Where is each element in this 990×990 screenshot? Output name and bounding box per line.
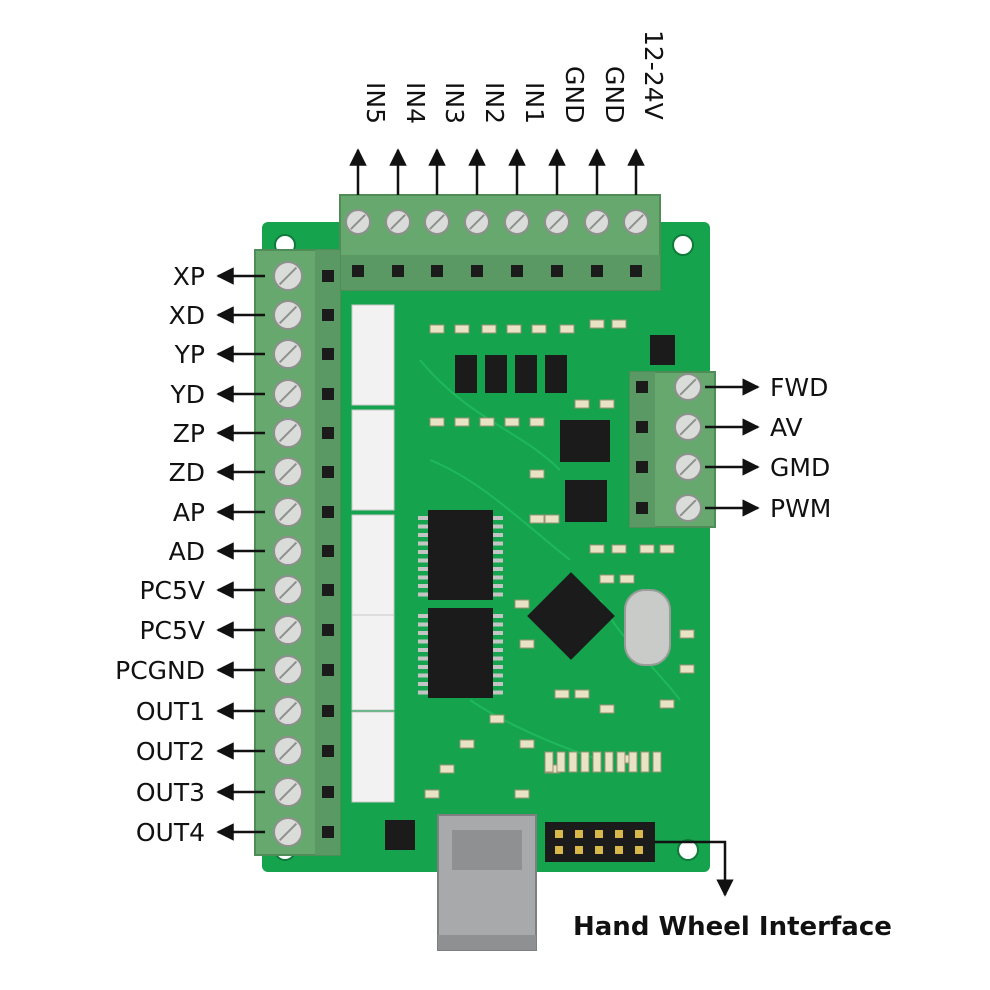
screw-terminal-icon xyxy=(273,777,303,807)
left-terminal-label: AD xyxy=(169,537,205,566)
ic-chips xyxy=(385,335,675,850)
top-terminal-label: IN2 xyxy=(480,82,509,124)
screw-terminal-icon xyxy=(273,736,303,766)
top-terminal-label: 12-24V xyxy=(639,30,668,120)
top-terminal-label: IN3 xyxy=(440,82,469,124)
screw-terminal-icon xyxy=(623,209,649,235)
right-terminal-labels: FWD AV GMD PWM xyxy=(705,373,831,523)
screw-terminal-icon xyxy=(273,457,303,487)
hand-wheel-header xyxy=(545,822,655,862)
left-terminal-label: OUT2 xyxy=(136,737,205,766)
left-terminal-label: AP xyxy=(173,498,205,527)
left-terminal-label: YP xyxy=(174,340,205,369)
left-terminal-label: PCGND xyxy=(115,656,205,685)
left-terminal-label: ZD xyxy=(169,458,205,487)
right-terminal-block xyxy=(629,371,716,528)
top-terminal-label: IN1 xyxy=(520,82,549,124)
left-terminal-label: PC5V xyxy=(139,576,205,605)
screw-terminal-icon xyxy=(345,209,371,235)
right-terminal-label: GMD xyxy=(770,453,830,482)
screw-terminal-icon xyxy=(273,536,303,566)
screw-terminal-icon xyxy=(273,615,303,645)
left-terminal-label: ZP xyxy=(173,419,205,448)
right-terminal-label: FWD xyxy=(770,373,828,402)
screw-terminal-icon xyxy=(674,453,702,481)
screw-terminal-icon xyxy=(464,209,490,235)
screw-terminal-icon xyxy=(273,261,303,291)
screw-terminal-icon xyxy=(273,497,303,527)
screw-terminal-icon xyxy=(273,817,303,847)
screw-terminal-icon xyxy=(674,494,702,522)
left-terminal-label: YD xyxy=(169,380,205,409)
top-terminal-label: GND xyxy=(560,66,589,123)
left-terminal-label: OUT3 xyxy=(136,778,205,807)
screw-terminal-icon xyxy=(544,209,570,235)
screw-terminal-icon xyxy=(385,209,411,235)
top-terminal-label: IN5 xyxy=(361,82,390,124)
left-terminal-labels: XP XD YP YD ZP ZD AP AD PC5V PC5V PCGND OUT1OUT2OUT… xyxy=(115,262,265,847)
top-terminal-block xyxy=(339,194,661,291)
top-terminal-labels: IN5 IN4 IN3 IN2 IN1 GND GND 12-24V xyxy=(349,30,668,195)
left-terminal-block xyxy=(254,249,341,856)
screw-terminal-icon xyxy=(504,209,530,235)
right-terminal-label: PWM xyxy=(770,494,831,523)
usb-b-port-icon xyxy=(437,814,537,951)
left-terminal-label: OUT1 xyxy=(136,697,205,726)
top-terminal-label: IN4 xyxy=(401,82,430,124)
left-terminal-label: OUT4 xyxy=(136,818,205,847)
left-terminal-label: XP xyxy=(173,262,205,291)
screw-terminal-icon xyxy=(273,379,303,409)
screw-terminal-icon xyxy=(273,575,303,605)
jst-connectors xyxy=(351,304,395,803)
hand-wheel-label: Hand Wheel Interface xyxy=(573,912,892,942)
screw-terminal-icon xyxy=(273,418,303,448)
screw-terminal-icon xyxy=(674,373,702,401)
screw-terminal-icon xyxy=(273,696,303,726)
left-terminal-label: PC5V xyxy=(139,616,205,645)
screw-terminal-icon xyxy=(273,300,303,330)
screw-terminal-icon xyxy=(674,413,702,441)
crystal-oscillator-icon xyxy=(624,589,671,666)
screw-terminal-icon xyxy=(273,339,303,369)
top-terminal-label: GND xyxy=(600,66,629,123)
hand-wheel-callout: Hand Wheel Interface xyxy=(573,840,892,942)
left-terminal-label: XD xyxy=(169,301,205,330)
screw-terminal-icon xyxy=(424,209,450,235)
screw-terminal-icon xyxy=(584,209,610,235)
right-terminal-label: AV xyxy=(770,413,803,442)
smd-components xyxy=(424,319,695,799)
screw-terminal-icon xyxy=(273,655,303,685)
